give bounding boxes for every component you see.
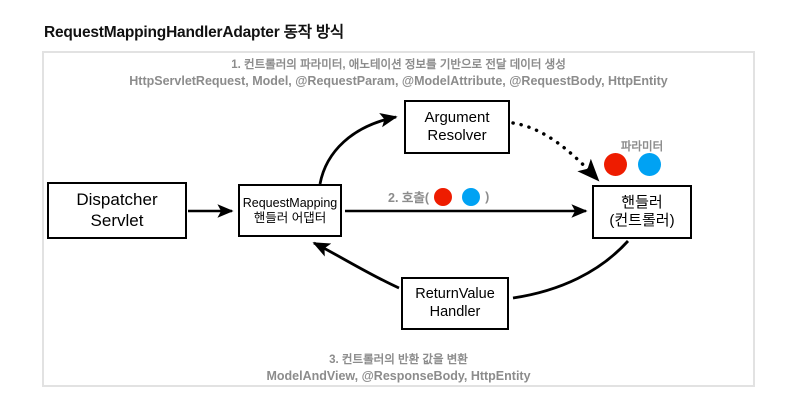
call-step-label: 2. 호출( ) [386, 186, 492, 207]
blue-circle-icon [462, 187, 481, 206]
node-rmha-line1: RequestMapping [242, 195, 338, 210]
node-dispatcher-servlet-line2: Servlet [90, 210, 144, 230]
node-argument-resolver-line1: Argument [424, 109, 490, 127]
red-circle-icon [604, 153, 627, 176]
red-circle-icon [434, 187, 453, 206]
note-bottom-step3: 3. 컨트롤러의 반환 값을 변환 [329, 354, 468, 366]
node-handler-line1: 핸들러 [621, 194, 663, 212]
node-handler-controller[interactable]: 핸들러 (컨트롤러) [592, 185, 692, 239]
node-return-value-handler-line2: Handler [429, 303, 481, 320]
node-argument-resolver[interactable]: Argument Resolver [404, 100, 510, 154]
node-argument-resolver-line2: Resolver [427, 127, 487, 144]
note-top-types: HttpServletRequest, Model, @RequestParam… [129, 74, 668, 88]
page-title: RequestMappingHandlerAdapter 동작 방식 [44, 24, 344, 41]
node-request-mapping-handler-adapter[interactable]: RequestMapping 핸들러 어댑터 [238, 184, 342, 237]
blue-circle-icon [638, 153, 661, 176]
node-return-value-handler[interactable]: ReturnValue Handler [401, 277, 509, 330]
node-dispatcher-servlet-line1: Dispatcher [76, 190, 158, 210]
note-top-step1: 1. 컨트롤러의 파라미터, 애노테이션 정보를 기반으로 전달 데이터 생성 [231, 59, 566, 71]
node-return-value-handler-line1: ReturnValue [415, 286, 495, 303]
node-dispatcher-servlet[interactable]: Dispatcher Servlet [47, 182, 187, 239]
call-step-suffix: ) [485, 189, 490, 204]
call-step-prefix: 2. 호출( [388, 191, 430, 205]
parameter-label: 파라미터 [620, 141, 664, 153]
note-bottom-types: ModelAndView, @ResponseBody, HttpEntity [266, 369, 531, 383]
node-handler-line2: (컨트롤러) [609, 212, 675, 229]
node-rmha-line2: 핸들러 어댑터 [253, 210, 327, 225]
